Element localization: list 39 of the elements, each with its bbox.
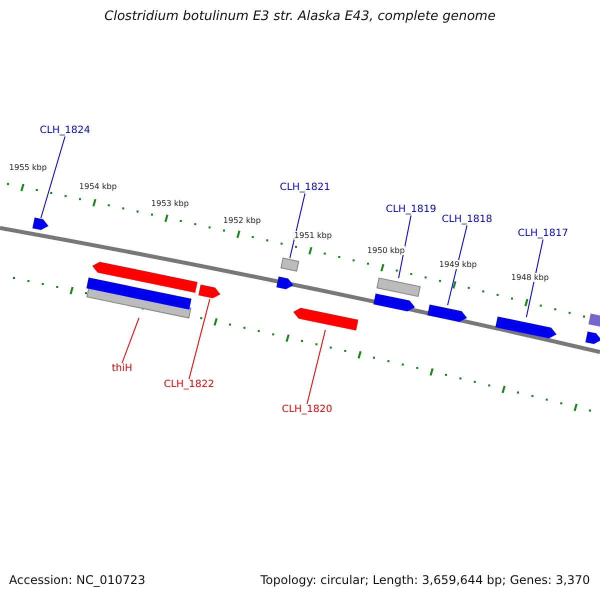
leader-line [289,193,306,259]
leader-line [306,329,326,404]
gene-feature [92,262,198,293]
gene-label: CLH_1818 [442,214,492,226]
gene-label: CLH_1824 [40,125,90,136]
gene-feature [376,278,421,297]
page-title: Clostridium botulinum E3 str. Alaska E43, complete genome [104,10,496,25]
gene-label: CLH_1820 [282,404,332,416]
scale-label: 1951 kbp [294,231,332,240]
gene-feature [32,218,48,230]
gene-feature [495,316,557,338]
gene-label: CLH_1819 [386,204,436,216]
gene-label: thiH [112,363,132,374]
gene-feature [280,258,300,272]
scale-label: 1955 kbp [9,163,47,172]
accession-text: Accession: NC_010723 [9,574,146,588]
scale-label: 1953 kbp [151,199,189,208]
gene-label: CLH_1817 [518,228,568,240]
leader-line [122,317,140,364]
gene-feature [198,284,220,298]
leader-line [447,225,468,306]
gene-feature [86,278,192,310]
scale-label: 1954 kbp [79,182,117,192]
gene-feature [276,276,294,290]
leader-line [526,239,544,318]
leader-line [40,136,66,219]
gene-feature [588,314,600,328]
gene-feature [585,332,600,344]
gene-feature [373,294,415,312]
gene-label: CLH_1822 [164,379,214,390]
gene-feature [293,308,358,330]
scale-label: 1950 kbp [367,246,405,256]
gene-label: CLH_1821 [280,182,330,194]
scale-label: 1952 kbp [223,216,261,226]
genome-stats-text: Topology: circular; Length: 3,659,644 bp; Genes: 3,370 [260,574,590,588]
gene-feature [427,304,467,322]
leader-line [188,298,210,380]
scale-label: 1948 kbp [511,273,549,282]
scale-label: 1949 kbp [439,260,477,270]
